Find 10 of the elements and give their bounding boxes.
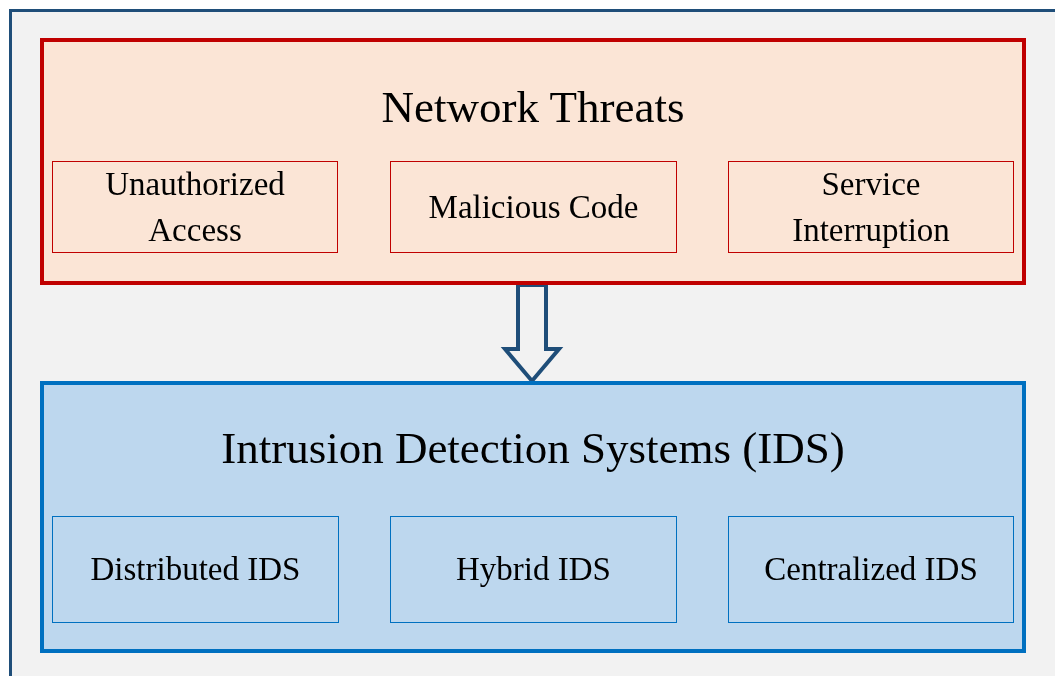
group-panel <box>40 38 1026 285</box>
category-box: Malicious Code <box>390 161 677 253</box>
category-box: Distributed IDS <box>52 516 339 623</box>
category-box: Hybrid IDS <box>390 516 677 623</box>
category-box: Unauthorized Access <box>52 161 338 253</box>
panel-heading: Intrusion Detection Systems (IDS) <box>220 422 846 475</box>
panel-heading: Network Threats <box>380 81 686 134</box>
category-box: Centralized IDS <box>728 516 1014 623</box>
category-box: Service Interruption <box>728 161 1014 253</box>
group-panel <box>40 381 1026 653</box>
